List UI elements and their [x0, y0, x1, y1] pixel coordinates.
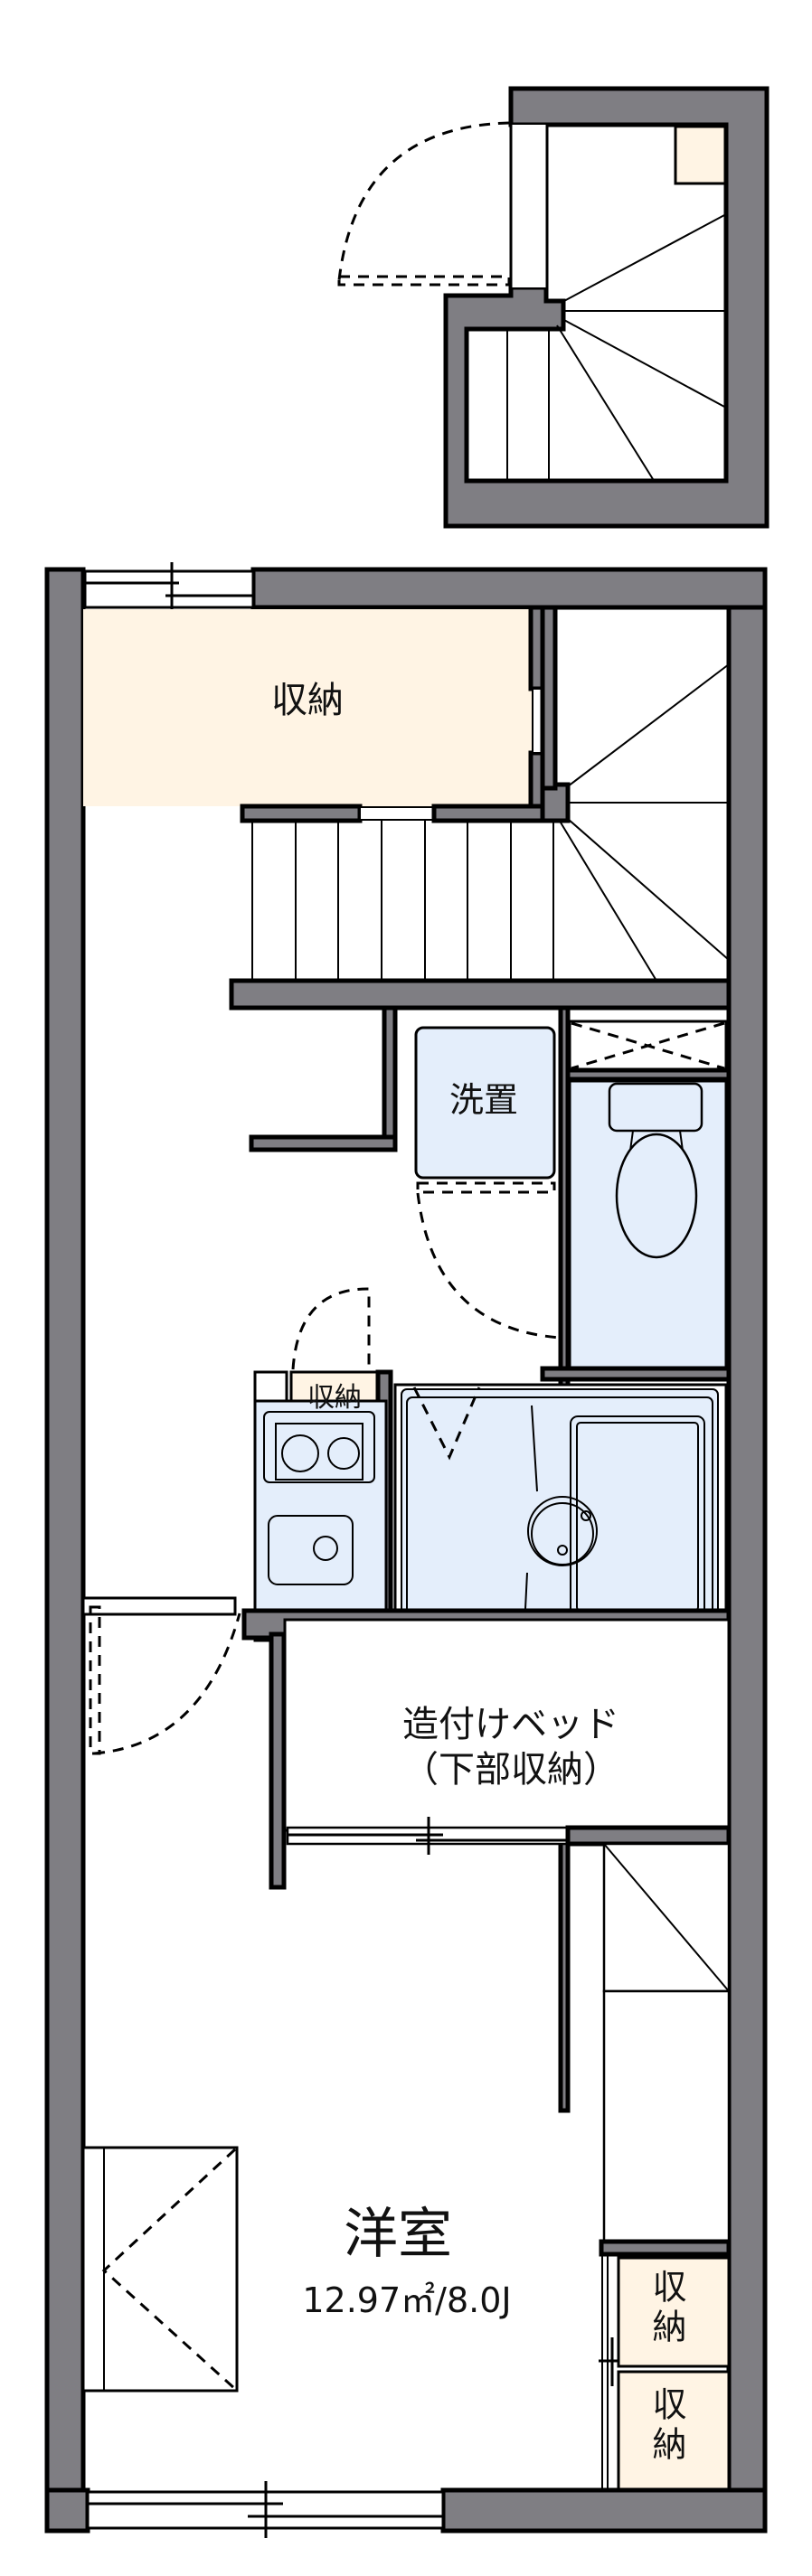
window-top[interactable]	[83, 562, 255, 617]
stove-burner-icon	[281, 1434, 319, 1472]
sink-drain-icon	[313, 1536, 338, 1561]
label-bed-line1: 造付けベッド	[402, 1704, 619, 1745]
stair-bottom-wall	[229, 978, 732, 1011]
built-in-bed	[283, 1618, 731, 1832]
label-bed-line2: （下部収納）	[402, 1749, 619, 1791]
label-storage-top: 収納	[271, 680, 344, 721]
window-bottom[interactable]	[86, 2481, 445, 2538]
storage-top-area	[83, 609, 533, 806]
room-door[interactable]	[89, 1605, 241, 1755]
upper-annex	[337, 86, 770, 529]
stove-burner-icon	[327, 1437, 360, 1470]
wash-door-swing	[416, 1192, 562, 1340]
label-closet-2: 収納	[647, 2386, 686, 2466]
label-washer: 洗置	[448, 1080, 518, 1120]
entrance-door-swing	[337, 121, 510, 281]
toilet-icon	[608, 1082, 703, 1259]
label-closet-1: 収納	[647, 2269, 686, 2348]
label-western-room: 洋室	[344, 2203, 452, 2266]
stairs-upper	[506, 213, 727, 480]
closets	[599, 2254, 731, 2491]
label-storage-small: 収納	[307, 1382, 362, 1414]
closet-left	[81, 2146, 239, 2393]
washer-space	[414, 1026, 556, 1180]
kitchen	[253, 1399, 388, 1642]
storage-niche	[674, 125, 727, 185]
label-western-room-area: 12.97㎡/8.0J	[302, 2280, 512, 2320]
unit-bath	[393, 1383, 728, 1641]
main-walls	[44, 567, 768, 2534]
stairs-main	[251, 663, 730, 982]
